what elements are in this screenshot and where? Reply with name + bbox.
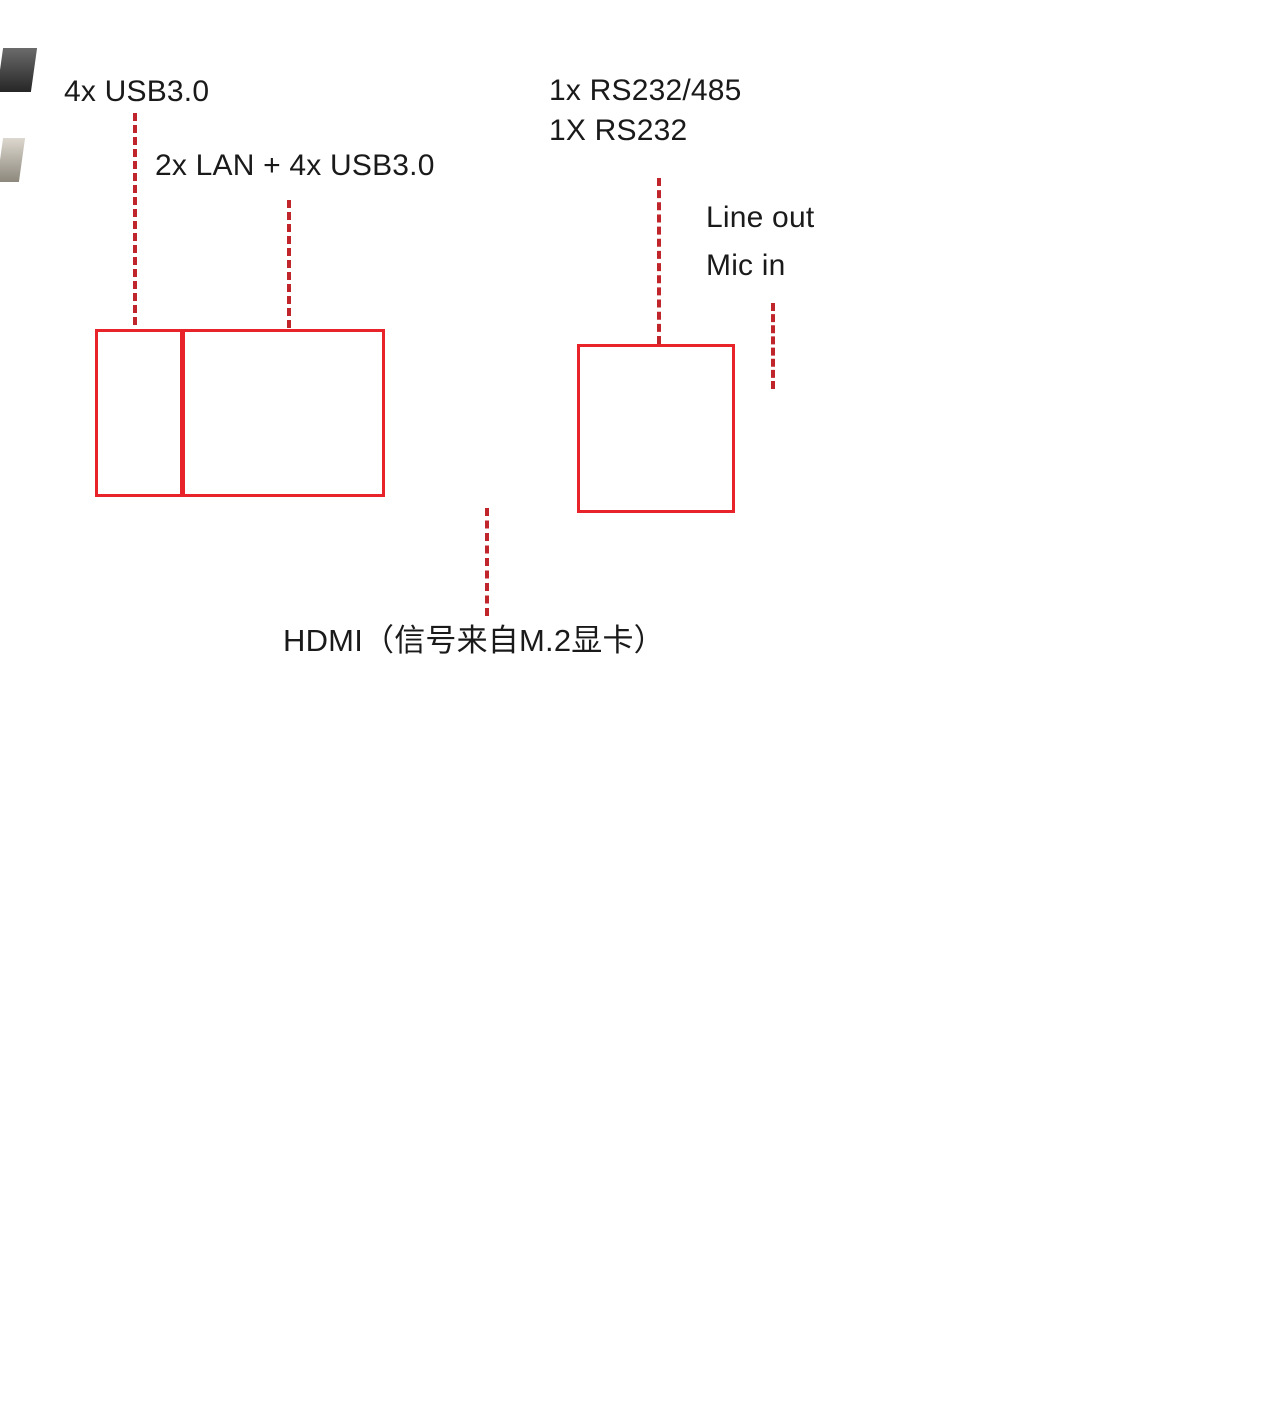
lan-usb-combo [0,752,96,914]
usb3-port [0,1030,78,1062]
lan-led-right [0,989,17,1000]
smd-component [0,138,26,182]
usb3-port [0,708,78,750]
usb3-port [0,1000,78,1030]
smd-component [0,182,75,230]
header-pin [0,548,1280,588]
annotated-motherboard-photo: 4x USB3.0 2x LAN + 4x USB3.0 1x RS232/48… [0,0,1280,658]
leader-line-serial [657,178,661,344]
rj45-lan-port [0,752,80,816]
label-serial-line1: 1x RS232/485 [549,74,742,107]
rj45-lan-port [0,914,80,978]
callout-box-serial [577,344,735,513]
board-shroud [0,1076,26,1146]
label-usb-stack: 4x USB3.0 [64,75,210,108]
smd-component [0,92,65,138]
callout-box-lan-usb [182,329,385,497]
usb3-quad-stack [0,588,80,752]
db9-serial-port-lower [0,1382,152,1422]
label-lan-usb: 2x LAN + 4x USB3.0 [155,149,435,182]
solder-pad [0,299,9,306]
callout-box-usb-stack [95,329,183,497]
leader-line-lan-usb [287,200,291,328]
solder-pad [0,320,9,327]
leader-line-audio [771,303,775,389]
board-shroud [0,1224,15,1260]
lan-led-right [0,827,17,838]
solder-pad [0,278,9,285]
label-audio-line2: Mic in [706,249,786,282]
leader-line-hdmi [485,508,489,616]
label-hdmi: HDMI（信号来自M.2显卡） [283,623,665,658]
smd-component [0,0,63,48]
serial-bracket-middle [0,1356,150,1382]
solder-pad [0,292,10,299]
lan-usb-combo [0,914,96,1076]
label-audio-line1: Line out [706,201,815,234]
header-pin [0,512,1280,548]
pin-header-base [0,382,42,404]
lan-led-left [0,816,17,827]
solder-pad [0,285,10,292]
hdmi-port [0,1260,78,1294]
solder-pad [0,306,10,313]
board-shroud [0,1146,16,1186]
usb3-port [0,588,78,628]
solder-pad [0,313,9,320]
usb3-port [0,868,78,900]
usb3-port [0,838,78,868]
db9-serial-port-upper [0,1294,152,1356]
usb3-port [0,628,78,668]
label-serial-line2: 1X RS232 [549,114,688,147]
board-shroud [0,1186,15,1224]
usb3-port [0,668,78,708]
lan-led-left [0,978,17,989]
beige-connector [0,348,32,382]
leader-line-usb-stack [133,113,137,325]
smd-component [0,230,83,278]
smd-component [0,48,38,92]
